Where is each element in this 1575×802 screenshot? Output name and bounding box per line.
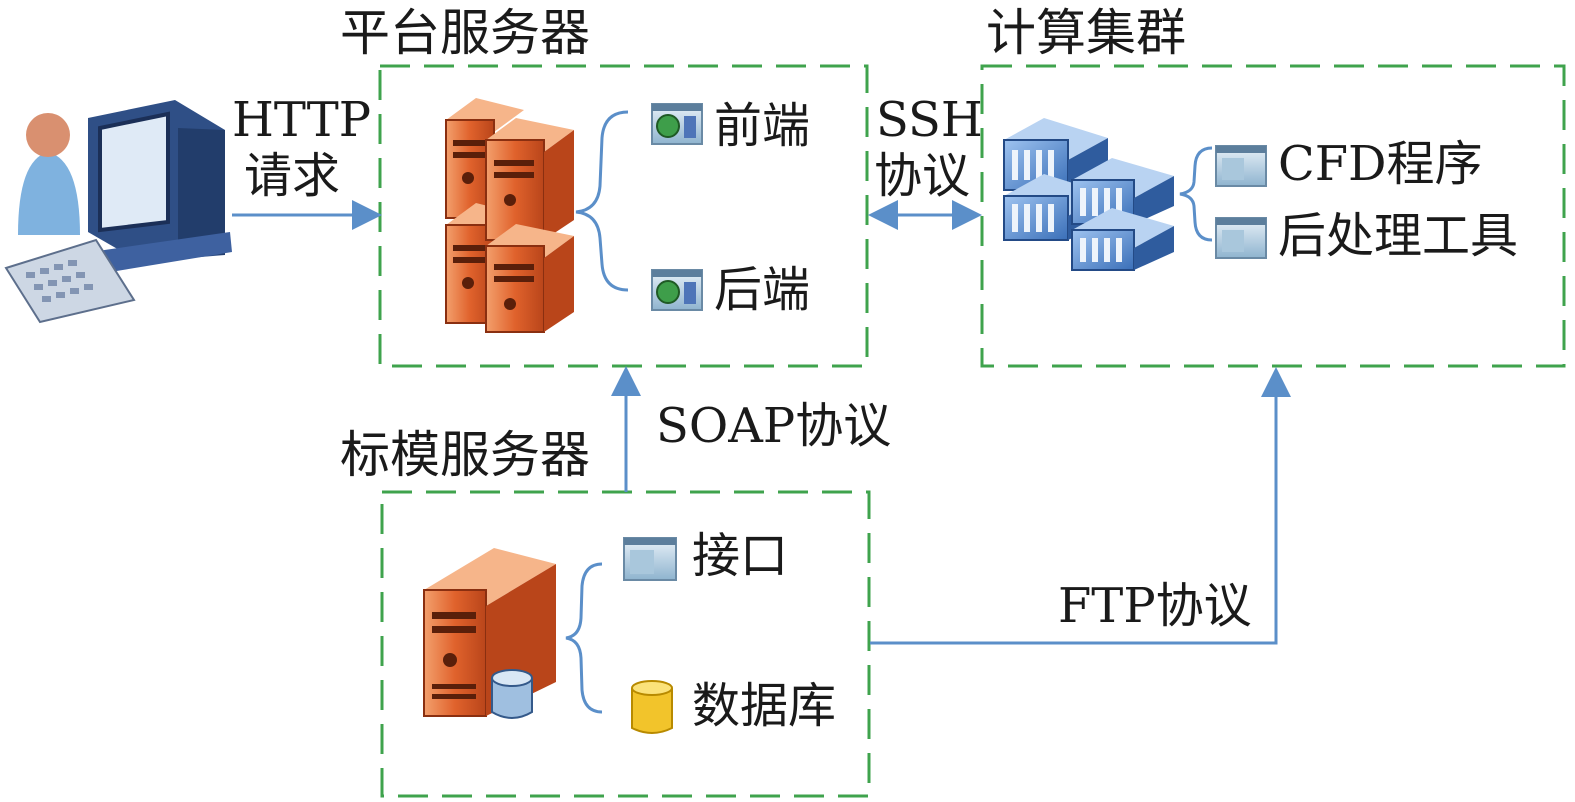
ssh-label-line1: SSH [876,92,983,148]
ftp-label: FTP协议 [1058,578,1252,634]
interface-label: 接口 [692,528,789,584]
database-icon [631,680,673,734]
app-window-icon [651,103,703,145]
compute-cluster-icon [1003,118,1174,271]
app-window-icon [1215,145,1267,187]
database-server-icon [423,548,556,719]
compute-cluster-title: 计算集群 [986,4,1186,62]
benchmark-bracket [565,562,603,714]
app-window-icon [623,537,677,581]
http-label-line2: 请求 [244,148,341,204]
compute-cluster-box [980,64,1566,368]
http-label-line1: HTTP [232,92,372,148]
backend-label: 后端 [714,262,811,318]
frontend-label: 前端 [714,98,811,154]
ftp-arrow [870,367,1291,645]
cfd-program-label: CFD程序 [1278,136,1483,192]
postprocess-tool-label: 后处理工具 [1278,208,1519,264]
app-window-icon [1215,217,1267,259]
cluster-bracket [1179,146,1213,242]
user-workstation-icon [4,100,232,324]
platform-bracket [575,110,629,292]
database-label: 数据库 [692,678,837,734]
soap-label: SOAP协议 [656,398,892,454]
platform-server-title: 平台服务器 [340,4,590,62]
ssh-label-line2: 协议 [874,148,971,204]
benchmark-server-title: 标模服务器 [340,426,590,484]
server-rack-icon [445,98,574,333]
app-window-icon [651,269,703,311]
